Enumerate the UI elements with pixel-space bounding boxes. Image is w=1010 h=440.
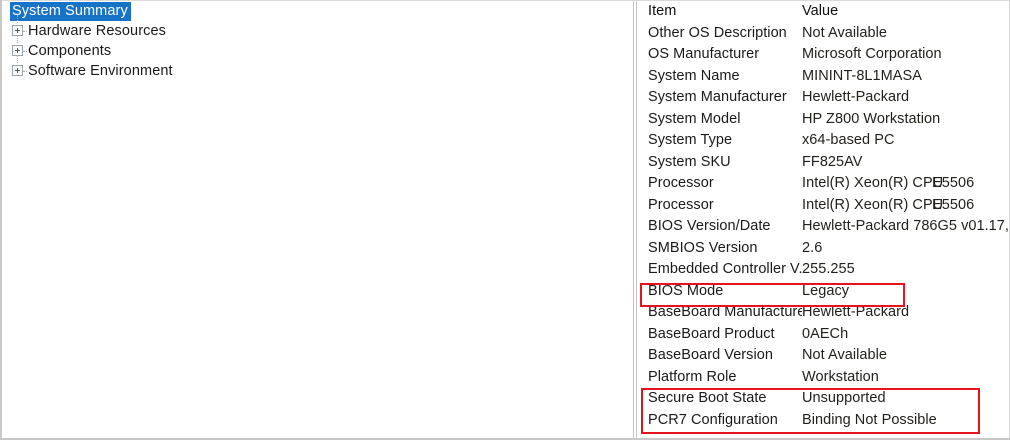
- window-frame-left: [0, 0, 2, 440]
- row-item-label: BaseBoard Product: [648, 325, 775, 342]
- row-item-value: Hewlett-Packard 786G5 v01.17, 8/: [802, 218, 1009, 234]
- tree-item-components[interactable]: Components: [2, 35, 632, 61]
- row-item-label: System SKU: [648, 153, 731, 170]
- row-item-label: Other OS Description: [648, 24, 787, 41]
- table-row[interactable]: System Model HP Z800 Workstation: [640, 109, 1009, 131]
- column-header-value[interactable]: Value: [802, 3, 839, 19]
- row-item-value-cpu-model: E5506: [932, 175, 975, 191]
- table-row[interactable]: Platform Role Workstation: [640, 367, 1009, 389]
- tree-line-h: [23, 31, 27, 33]
- row-item-label: Platform Role: [648, 368, 737, 385]
- tree-item-hardware-resources-label: Hardware Resources: [28, 23, 166, 39]
- tree-line-h: [23, 71, 27, 73]
- row-item-value: Unsupported: [802, 390, 886, 406]
- tree-line: [17, 15, 19, 23]
- row-item-value-cpu-name: Intel(R) Xeon(R) CPU: [802, 196, 944, 213]
- row-item-label: BaseBoard Version: [648, 347, 773, 363]
- table-row[interactable]: System Type x64-based PC: [640, 130, 1009, 152]
- table-row[interactable]: System Manufacturer Hewlett-Packard: [640, 87, 1009, 109]
- row-item-value: Intel(R) Xeon(R) CPUE5506: [802, 195, 974, 217]
- tree-item-software-environment[interactable]: Software Environment: [2, 55, 632, 81]
- table-row[interactable]: SMBIOS Version 2.6: [640, 238, 1009, 260]
- tree-item-system-summary-label: System Summary: [10, 2, 131, 21]
- row-item-label: Embedded Controller V...: [648, 261, 802, 277]
- row-item-value: x64-based PC: [802, 132, 895, 148]
- row-item-value: Intel(R) Xeon(R) CPUE5506: [802, 173, 974, 195]
- row-item-label: BaseBoard Manufacturer: [648, 304, 802, 320]
- row-item-value-cpu-model: E5506: [932, 196, 975, 213]
- table-row[interactable]: Processor Intel(R) Xeon(R) CPUE5506: [640, 173, 1009, 195]
- row-item-value: FF825AV: [802, 153, 863, 170]
- table-row[interactable]: OS Manufacturer Microsoft Corporation: [640, 44, 1009, 66]
- row-item-label: BIOS Version/Date: [648, 218, 771, 234]
- plus-box-icon[interactable]: [12, 65, 23, 76]
- window-frame-bottom: [0, 438, 1010, 440]
- table-row-bios-mode[interactable]: BIOS Mode Legacy: [640, 281, 1009, 303]
- table-row[interactable]: BaseBoard Version Not Available: [640, 345, 1009, 367]
- navigation-tree: System Summary Hardware Resources Compon…: [2, 1, 632, 81]
- table-row[interactable]: BIOS Version/Date Hewlett-Packard 786G5 v…: [640, 216, 1009, 238]
- tree-item-hardware-resources[interactable]: Hardware Resources: [2, 15, 632, 41]
- row-item-label: PCR7 Configuration: [648, 411, 778, 428]
- window-frame-top: [0, 0, 1010, 1]
- tree-line: [17, 35, 19, 43]
- row-item-label: System Manufacturer: [648, 89, 787, 105]
- row-item-value: 255.255: [802, 261, 855, 277]
- row-item-value-cpu-name: Intel(R) Xeon(R) CPU: [802, 175, 944, 191]
- table-row[interactable]: System Name MININT-8L1MASA: [640, 66, 1009, 88]
- row-item-value: Not Available: [802, 347, 888, 363]
- row-item-label: System Name: [648, 67, 740, 84]
- row-item-label: System Type: [648, 132, 733, 148]
- row-item-value: Hewlett-Packard: [802, 89, 910, 105]
- row-item-value: Hewlett-Packard: [802, 304, 910, 320]
- row-item-value: 0AECh: [802, 325, 849, 342]
- tree-line-h: [23, 51, 27, 53]
- row-item-label: Processor: [648, 175, 714, 191]
- row-item-value: HP Z800 Workstation: [802, 110, 941, 127]
- table-row[interactable]: BaseBoard ManufacturerHewlett-Packard: [640, 302, 1009, 324]
- row-item-value: Workstation: [802, 368, 879, 385]
- table-row[interactable]: Processor Intel(R) Xeon(R) CPUE5506: [640, 195, 1009, 217]
- table-row-secure-boot-state[interactable]: Secure Boot State Unsupported: [640, 388, 1009, 410]
- row-item-value: Legacy: [802, 282, 850, 299]
- tree-item-system-summary[interactable]: System Summary: [2, 1, 632, 21]
- row-item-label: Secure Boot State: [648, 390, 767, 406]
- row-item-label: OS Manufacturer: [648, 46, 760, 62]
- row-item-label: Processor: [648, 196, 714, 213]
- tree-item-software-environment-label: Software Environment: [28, 63, 173, 79]
- row-item-value: Microsoft Corporation: [802, 46, 942, 62]
- splitter-line-left: [633, 1, 634, 438]
- column-header-item[interactable]: Item: [648, 3, 677, 19]
- row-item-value: Binding Not Possible: [802, 411, 937, 428]
- splitter-line-right: [636, 1, 637, 438]
- table-row[interactable]: Other OS Description Not Available: [640, 23, 1009, 45]
- row-item-value: 2.6: [802, 239, 823, 256]
- tree-line: [17, 55, 19, 63]
- pane-splitter[interactable]: [632, 1, 640, 438]
- navigation-tree-pane[interactable]: System Summary Hardware Resources Compon…: [2, 1, 632, 438]
- row-item-label: SMBIOS Version: [648, 239, 758, 256]
- table-row[interactable]: System SKU FF825AV: [640, 152, 1009, 174]
- row-item-label: BIOS Mode: [648, 282, 724, 299]
- row-item-label: System Model: [648, 110, 741, 127]
- table-row[interactable]: BaseBoard Product 0AECh: [640, 324, 1009, 346]
- table-row-pcr7-configuration[interactable]: PCR7 Configuration Binding Not Possible: [640, 410, 1009, 432]
- row-item-value: Not Available: [802, 24, 888, 41]
- tree-item-components-label: Components: [28, 43, 112, 59]
- table-row[interactable]: Embedded Controller V...255.255: [640, 259, 1009, 281]
- details-grid-header[interactable]: Item Value: [640, 1, 1009, 23]
- row-item-value: MININT-8L1MASA: [802, 67, 922, 84]
